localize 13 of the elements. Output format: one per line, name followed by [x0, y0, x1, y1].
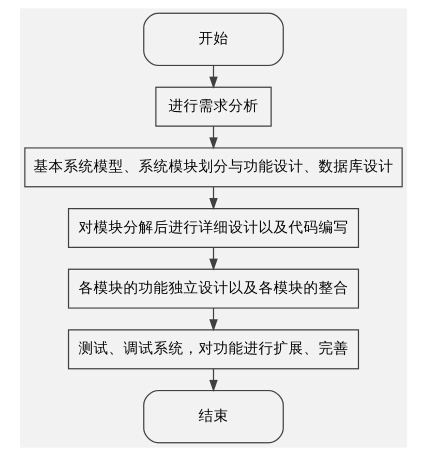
arrow [208, 65, 218, 89]
arrow [208, 248, 218, 271]
arrow [208, 186, 218, 210]
node-box: 测试、调试系统，对功能进行扩展、完善 [67, 329, 359, 370]
node-box: 进行需求分析 [154, 86, 272, 127]
node-box: 对模块分解后进行详细设计以及代码编写 [67, 208, 359, 248]
node-box: 各模块的功能独立设计以及各模块的整合 [67, 268, 359, 309]
arrow [208, 308, 218, 332]
arrow [208, 126, 218, 150]
node-box: 基本系统模型、系统模块划分与功能设计、数据库设计 [24, 147, 402, 188]
node-box: 结束 [142, 390, 284, 444]
node-box: 开始 [142, 12, 284, 66]
arrow [208, 368, 218, 392]
